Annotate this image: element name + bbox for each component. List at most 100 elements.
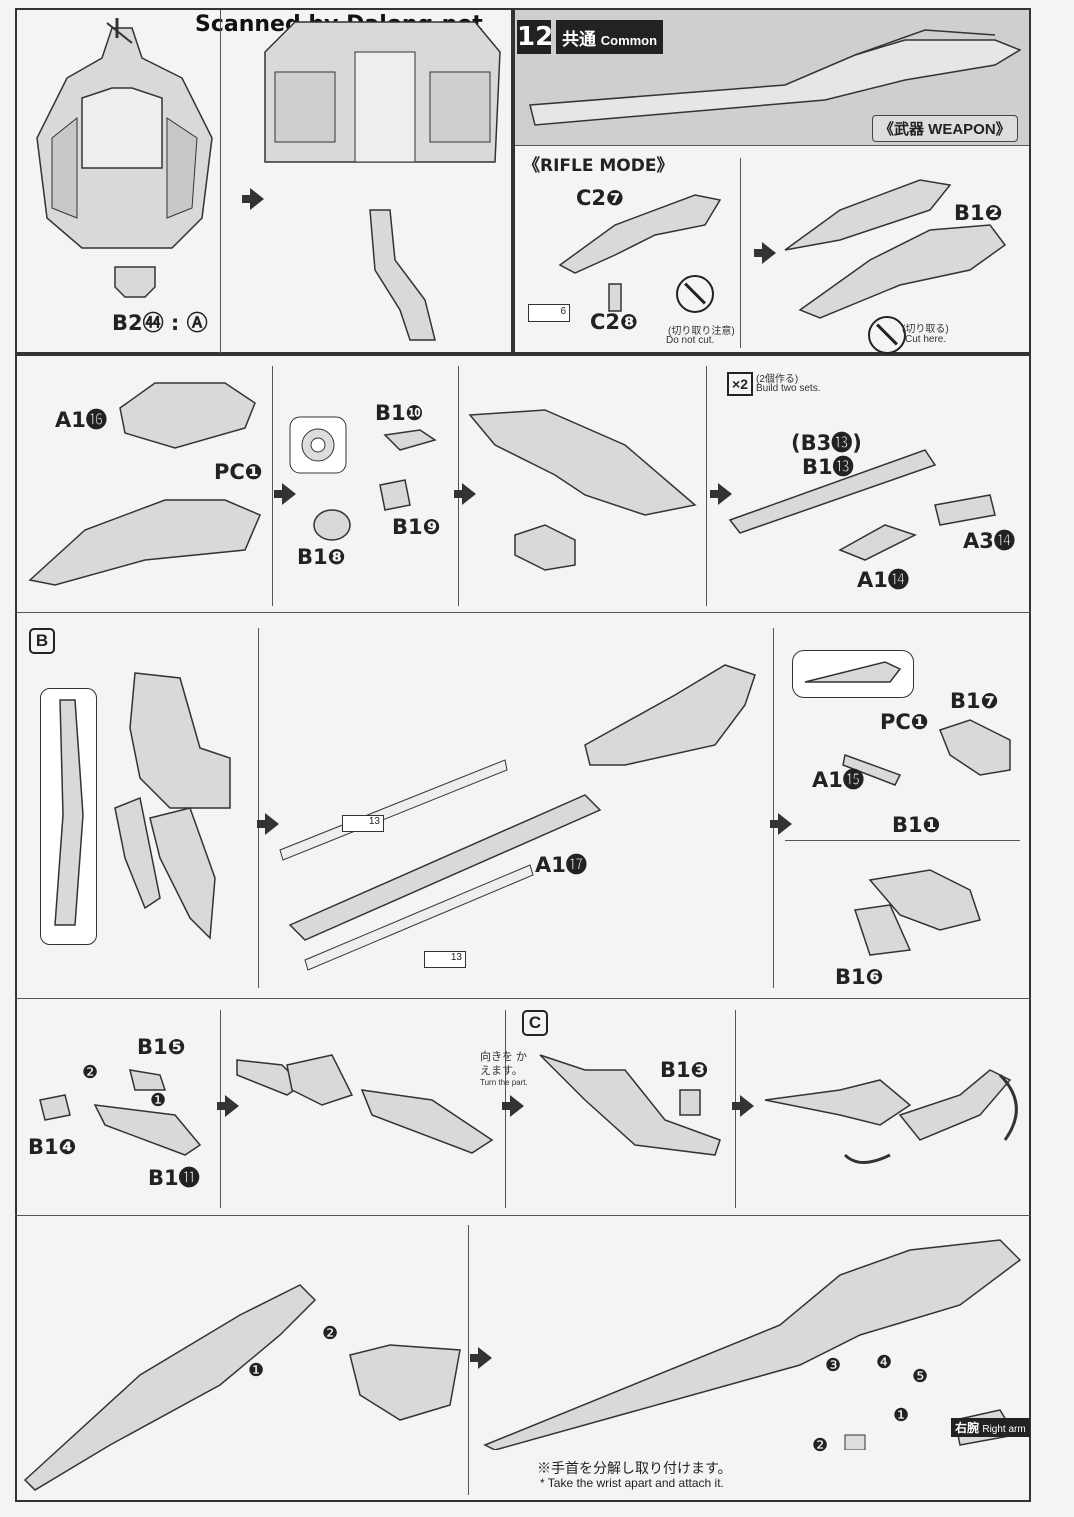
part-label-b1-8: B1❽ [297, 545, 346, 569]
top-left-panel [15, 8, 513, 354]
part-label-b3-13: (B3⓭) [791, 431, 862, 455]
step-arrow [454, 483, 476, 505]
part-label-b1-6: B1❻ [835, 965, 884, 989]
part-label-c2-8: C2❽ [590, 310, 638, 334]
row-divider [15, 998, 1031, 999]
row-divider [15, 612, 1031, 613]
robot-backpack-closeup [264, 21, 501, 163]
rifle-final-assembly-right [483, 1239, 1022, 1450]
do-not-cut-icon [676, 275, 714, 313]
step-arrow [710, 483, 732, 505]
turn-part-jp: 向きを かえます。 [480, 1051, 528, 1077]
part-label-pc-1: PC❶ [214, 460, 263, 484]
rail-part [728, 449, 937, 534]
part-label-b1-9: B1❾ [392, 515, 441, 539]
part-label-b1-11: B1⓫ [148, 1166, 200, 1190]
row5-step-5: ❺ [912, 1366, 929, 1386]
part-label-a1-14: A1⓮ [857, 568, 909, 592]
rifle-mid-assembly [468, 409, 697, 571]
footnote-jp: ※手首を分解し取り付けます。 [537, 1460, 732, 1476]
col-divider [706, 366, 707, 606]
row5-step-1b: ❶ [893, 1405, 910, 1425]
cut-here-jp: (切り取る) [902, 324, 949, 335]
ball-joint-part [313, 509, 351, 541]
part-label-b1-5: B1❺ [137, 1035, 186, 1059]
right-arm-label: 右腕 Right arm [951, 1418, 1030, 1437]
peg-joint-part [379, 479, 411, 511]
part-label-b1-10: B1❿ [375, 401, 424, 425]
mounting-bracket [114, 266, 156, 298]
row5-step-2: ❷ [322, 1323, 339, 1343]
rifle-grip-part [369, 209, 436, 341]
col-divider [272, 366, 273, 606]
side-plate-a3 [934, 494, 996, 526]
small-peg-part [608, 283, 622, 312]
main-panel [15, 354, 1031, 1502]
col-divider [773, 628, 774, 988]
joint-detail-callout [289, 416, 347, 474]
col-divider [740, 158, 741, 348]
row5-step-2b: ❷ [812, 1435, 829, 1455]
step-title-jp: 共通 [562, 30, 596, 49]
step-arrow [217, 1095, 239, 1117]
col-divider [468, 1225, 469, 1495]
rifle-overview-illustration [529, 29, 1022, 126]
sticker-13b-number: 13 [450, 952, 462, 963]
side-plate-a1 [838, 524, 917, 561]
step-arrow [257, 813, 279, 835]
step-number: 12 [517, 20, 554, 54]
rifle-final-assembly-left [23, 1284, 461, 1491]
blade-part-a1-15 [842, 753, 902, 786]
part-label-b1-13: B1⓭ [802, 455, 854, 479]
order-number-2: ❷ [82, 1062, 99, 1082]
build-two-badge: ×2 [727, 372, 753, 396]
hand-assembly-mid [236, 1054, 494, 1154]
build-two-jp: (2個作る) [756, 374, 799, 385]
col-divider [258, 628, 259, 988]
rifle-mode-label: 《RIFLE MODE》 [523, 156, 674, 176]
step-arrow [242, 188, 264, 210]
right-arm-jp: 右腕 [955, 1421, 980, 1435]
rifle-lower-body [28, 499, 261, 586]
finger-parts [39, 1069, 202, 1156]
part-label-c2-7: C2❼ [576, 186, 624, 210]
rifle-body-assembly [784, 179, 1007, 319]
part-label-b1-2: B1❷ [954, 201, 1003, 225]
part-label-b2-44: B2㊹ : Ⓐ [112, 311, 208, 335]
blade-callout-shape [804, 661, 902, 683]
part-label-a3-14: A3⓮ [963, 529, 1015, 553]
part-label-a1-16: A1⓰ [55, 408, 107, 432]
sticker-tag-13b: 13 [424, 951, 466, 968]
small-block-part [383, 429, 437, 451]
part-label-b1-3: B1❸ [660, 1058, 709, 1082]
small-cap-part [679, 1089, 701, 1116]
do-not-cut-en: Do not cut. [666, 335, 715, 346]
hand-joint-part [939, 719, 1011, 776]
step-arrow [770, 813, 792, 835]
robot-backpack-illustration [36, 18, 213, 249]
part-label-b1-1: B1❶ [892, 813, 941, 837]
row5-step-3: ❸ [825, 1355, 842, 1375]
grip-sub-assembly [854, 869, 981, 956]
grip-assembly [114, 672, 231, 940]
part-label-pc-1b: PC❶ [880, 710, 929, 734]
right-arm-en: Right arm [982, 1424, 1026, 1435]
assembly-marker-b: B [29, 628, 55, 654]
rifle-mode-panel [513, 8, 1031, 354]
rifle-cover-part [558, 194, 722, 274]
cut-here-icon [868, 316, 906, 354]
part-label-b1-7: B1❼ [950, 689, 999, 713]
step-title-en: Common [600, 33, 658, 48]
step-arrow [502, 1095, 524, 1117]
cover-top-part [119, 382, 256, 449]
inner-divider [785, 840, 1020, 841]
cut-here-en: Cut here. [905, 334, 947, 345]
turn-part-en: Turn the part. [480, 1078, 528, 1087]
step-arrow [274, 483, 296, 505]
step-arrow [754, 242, 776, 264]
build-two-en: Build two sets. [756, 383, 821, 394]
part-label-b1-4: B1❹ [28, 1135, 77, 1159]
step-title: 共通 Common [556, 20, 664, 54]
sticker-tag-13a: 13 [342, 815, 384, 832]
hand-assembly-turned [539, 1054, 721, 1156]
